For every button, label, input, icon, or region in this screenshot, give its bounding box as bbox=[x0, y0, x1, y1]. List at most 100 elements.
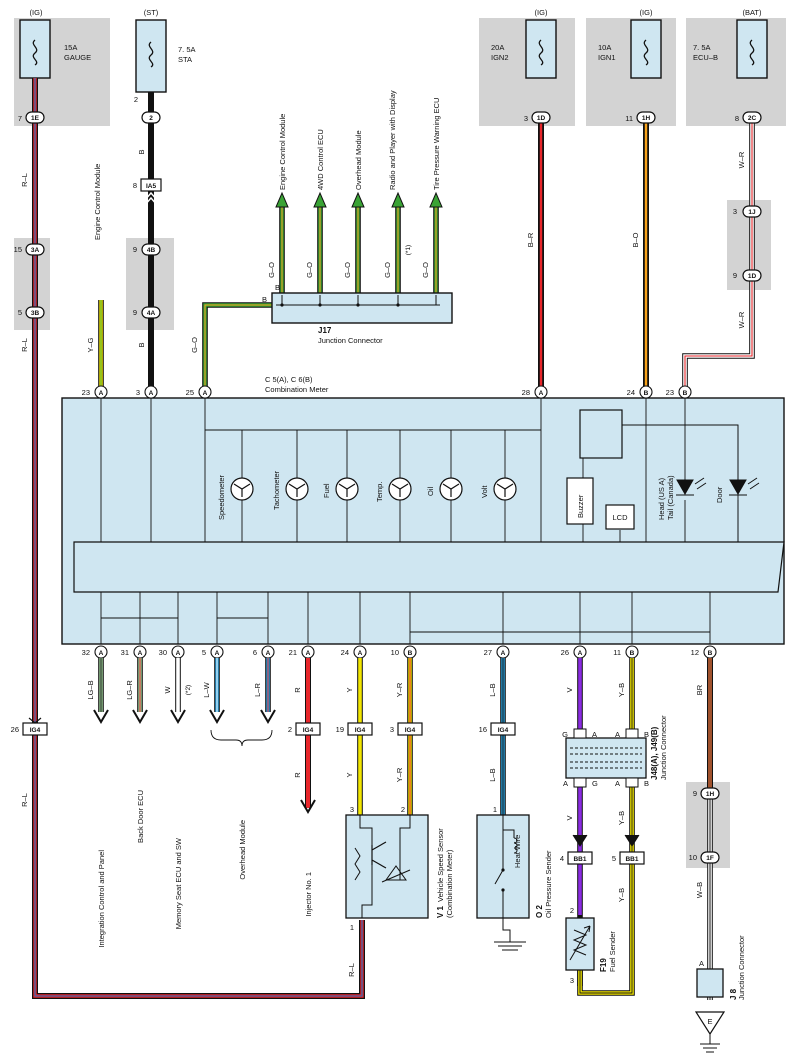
svg-text:Speedometer: Speedometer bbox=[217, 474, 226, 520]
svg-text:Y–G: Y–G bbox=[86, 337, 95, 352]
svg-text:11: 11 bbox=[625, 114, 633, 123]
sta-chain: IA5 8 4B 9 4A 9 B B bbox=[133, 149, 162, 348]
svg-text:Temp.: Temp. bbox=[375, 482, 384, 502]
svg-text:Junction Connector: Junction Connector bbox=[659, 715, 668, 780]
svg-text:Engine Control Module: Engine Control Module bbox=[278, 114, 287, 190]
svg-text:1D: 1D bbox=[537, 115, 546, 122]
svg-text:23: 23 bbox=[82, 388, 90, 397]
svg-text:R: R bbox=[293, 687, 302, 693]
svg-text:Y–B: Y–B bbox=[617, 683, 626, 697]
meter-internal-lines bbox=[100, 398, 739, 644]
top-wire-labels: Y–G Engine Control Module G–O B–R B–O bbox=[86, 164, 640, 353]
svg-text:26: 26 bbox=[11, 725, 19, 734]
svg-text:21: 21 bbox=[289, 648, 297, 657]
svg-text:W–B: W–B bbox=[695, 882, 704, 898]
svg-text:Oil Pressure Sender: Oil Pressure Sender bbox=[544, 850, 553, 918]
svg-text:1D: 1D bbox=[748, 273, 757, 280]
svg-text:G–O: G–O bbox=[421, 262, 430, 278]
bottom-output-wires bbox=[93, 658, 276, 747]
svg-text:(Combination Meter): (Combination Meter) bbox=[445, 849, 454, 918]
svg-text:IA5: IA5 bbox=[146, 183, 157, 190]
svg-text:15: 15 bbox=[14, 245, 22, 254]
svg-text:Y: Y bbox=[345, 772, 354, 777]
fuse-connector-labels: 7 1E 2 2 3 1D 11 1H 8 2C bbox=[18, 95, 757, 123]
j17-output-labels: G–O G–O G–O G–O (*1) G–O Engine Control … bbox=[267, 90, 441, 278]
svg-text:V 1: V 1 bbox=[436, 905, 445, 918]
svg-text:Radio and Player with Display: Radio and Player with Display bbox=[388, 90, 397, 190]
fuse-ign2: (IG) 20A IGN2 bbox=[491, 8, 557, 79]
svg-text:A: A bbox=[149, 390, 154, 397]
wire-go-branch bbox=[202, 302, 272, 398]
svg-text:Memory Seat ECU and SW: Memory Seat ECU and SW bbox=[174, 837, 183, 929]
svg-text:1: 1 bbox=[350, 923, 354, 932]
br-chain: 1H 9 1F 10 BR W–B bbox=[689, 658, 720, 1000]
svg-text:30: 30 bbox=[159, 648, 167, 657]
svg-text:IG4: IG4 bbox=[303, 727, 314, 734]
fuel-sender: 2 3 F19 Fuel Sender bbox=[565, 906, 617, 985]
svg-text:2C: 2C bbox=[748, 115, 757, 122]
svg-text:Overhead Module: Overhead Module bbox=[238, 820, 247, 880]
svg-text:Fuel Sender: Fuel Sender bbox=[608, 931, 617, 972]
wire-rl bbox=[32, 78, 365, 999]
svg-text:Y–B: Y–B bbox=[617, 888, 626, 902]
svg-text:Door: Door bbox=[715, 486, 724, 503]
oil-sender: 1 Heat Wire O 2 Oil Pressure Sender bbox=[476, 805, 553, 951]
meter-gauge-needles bbox=[233, 483, 514, 497]
fuse-ecub: (BAT) 7. 5A ECU–B bbox=[693, 8, 768, 79]
svg-text:9: 9 bbox=[133, 245, 137, 254]
svg-text:(ST): (ST) bbox=[144, 8, 159, 17]
svg-text:(*2): (*2) bbox=[185, 685, 192, 695]
svg-text:9: 9 bbox=[133, 308, 137, 317]
svg-text:Combination Meter: Combination Meter bbox=[265, 385, 329, 394]
meter-bottom-pin-labels: A 32 A 31 A 30 A 5 A 6 A 21 A 24 B 10 A … bbox=[82, 648, 713, 657]
svg-text:27: 27 bbox=[484, 648, 492, 657]
svg-text:A: A bbox=[138, 650, 143, 657]
svg-text:1J: 1J bbox=[748, 209, 756, 216]
svg-text:R–L: R–L bbox=[20, 338, 29, 352]
svg-text:3: 3 bbox=[570, 976, 574, 985]
svg-text:STA: STA bbox=[178, 55, 192, 64]
svg-text:A: A bbox=[699, 959, 704, 968]
svg-text:24: 24 bbox=[627, 388, 635, 397]
svg-text:Integration Control and Panel: Integration Control and Panel bbox=[97, 850, 106, 948]
svg-text:B: B bbox=[262, 295, 267, 304]
fuse-connectors bbox=[25, 111, 762, 124]
svg-text:2: 2 bbox=[134, 95, 138, 104]
ecm-label: Engine Control Module bbox=[93, 164, 102, 240]
svg-text:W–R: W–R bbox=[737, 311, 746, 328]
svg-text:J48(A), J49(B): J48(A), J49(B) bbox=[650, 726, 659, 780]
svg-text:A: A bbox=[578, 650, 583, 657]
svg-text:R–L: R–L bbox=[20, 173, 29, 187]
svg-text:J 8: J 8 bbox=[729, 988, 738, 1000]
svg-text:B: B bbox=[644, 730, 649, 739]
svg-text:7. 5A: 7. 5A bbox=[693, 43, 711, 52]
svg-text:5: 5 bbox=[612, 854, 616, 863]
conn-1j-1d: 1J 3 1D 9 W–R W–R bbox=[733, 151, 762, 328]
svg-text:(BAT): (BAT) bbox=[742, 8, 762, 17]
svg-text:Back Door ECU: Back Door ECU bbox=[136, 790, 145, 843]
svg-text:GAUGE: GAUGE bbox=[64, 53, 91, 62]
svg-text:A: A bbox=[615, 779, 620, 788]
svg-text:Y–R: Y–R bbox=[395, 682, 404, 697]
svg-text:F19: F19 bbox=[599, 958, 608, 972]
svg-text:Injector No. 1: Injector No. 1 bbox=[304, 872, 313, 917]
svg-text:4WD Control ECU: 4WD Control ECU bbox=[316, 129, 325, 190]
svg-text:31: 31 bbox=[121, 648, 129, 657]
fuse-ecub-bg bbox=[686, 18, 786, 126]
svg-text:1F: 1F bbox=[706, 855, 714, 862]
svg-text:A: A bbox=[215, 650, 220, 657]
svg-text:3A: 3A bbox=[31, 247, 40, 254]
svg-text:G–O: G–O bbox=[383, 262, 392, 278]
svg-text:B–O: B–O bbox=[631, 232, 640, 247]
svg-text:B: B bbox=[137, 342, 146, 347]
svg-text:4A: 4A bbox=[147, 310, 156, 317]
svg-text:26: 26 bbox=[561, 648, 569, 657]
svg-text:4: 4 bbox=[560, 854, 564, 863]
svg-text:R–L: R–L bbox=[20, 793, 29, 807]
svg-text:7. 5A: 7. 5A bbox=[178, 45, 196, 54]
svg-text:3: 3 bbox=[524, 114, 528, 123]
svg-text:B: B bbox=[275, 283, 280, 292]
svg-text:(IG): (IG) bbox=[535, 8, 548, 17]
svg-text:9: 9 bbox=[733, 271, 737, 280]
